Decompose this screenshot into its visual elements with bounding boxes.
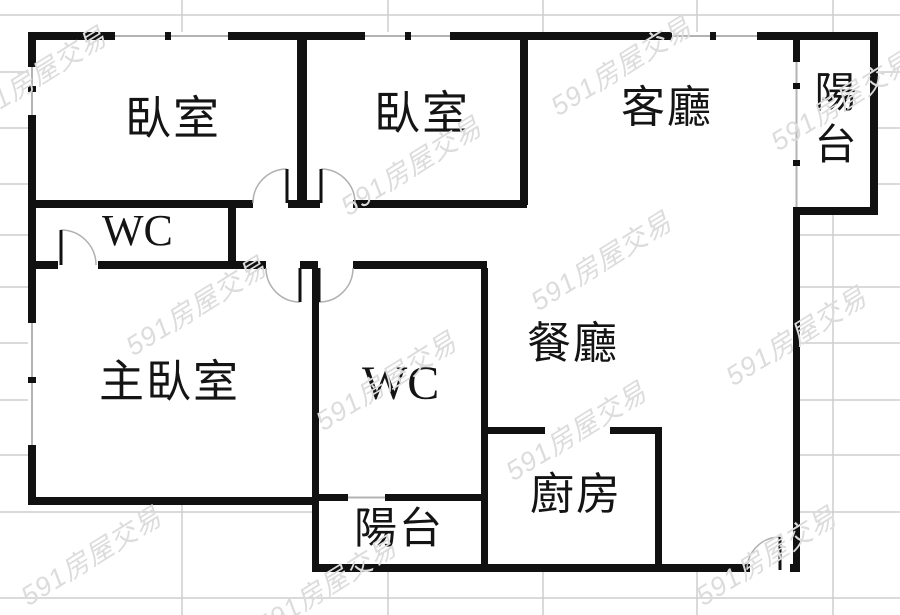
room-label-kitchen: 廚房 — [530, 470, 622, 519]
door-leaves — [59, 169, 782, 570]
room-label-balcony-right: 陽台 — [808, 70, 854, 174]
room-label-dining-room: 餐廳 — [527, 319, 619, 368]
door-arcs — [60, 168, 781, 571]
room-label-bedroom-2: 臥室 — [374, 88, 470, 139]
room-label-wc-2: WC — [362, 357, 440, 410]
room-label-balcony-bottom: 陽台 — [354, 506, 444, 553]
walls-layer — [28, 32, 878, 572]
room-label-bedroom-1: 臥室 — [125, 93, 221, 144]
wc2-door-arc — [318, 267, 354, 303]
room-label-living-room: 客廳 — [621, 83, 713, 132]
entry-door-arc — [746, 536, 781, 571]
room-label-master-bedroom: 主臥室 — [99, 357, 241, 407]
bedroom2-door-arc — [320, 168, 356, 204]
wc1-door-arc — [60, 229, 97, 266]
room-label-wc-1: WC — [102, 206, 173, 255]
master-door-arc — [265, 267, 301, 303]
bedroom1-door-arc — [252, 168, 288, 204]
